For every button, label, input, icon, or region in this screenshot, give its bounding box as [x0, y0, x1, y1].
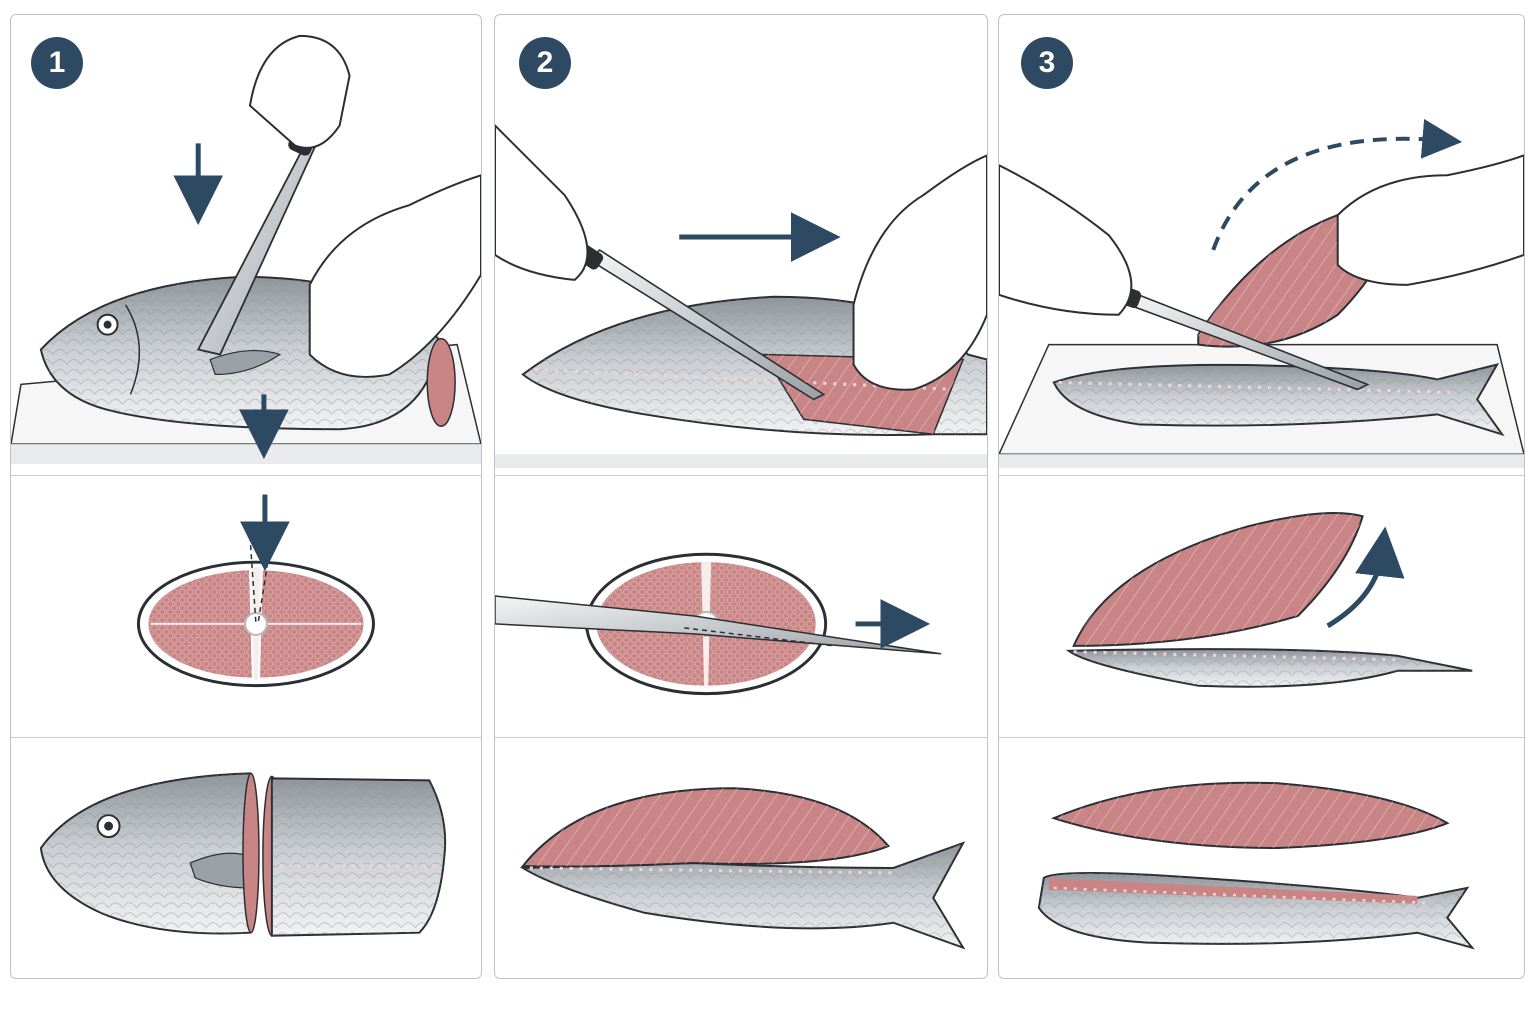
- left-hand: [308, 174, 481, 378]
- step-2-bot-svg: [519, 787, 966, 950]
- board-edge-3: [999, 454, 1524, 469]
- board-edge: [11, 444, 481, 465]
- head-half-scales: [40, 773, 250, 934]
- step-1-panel: 1: [10, 14, 482, 979]
- cut-guide-horizontal: [684, 627, 834, 647]
- step-3-finished-fillets: [999, 737, 1524, 978]
- fish-skeleton-scales: [1053, 364, 1503, 435]
- lifted-fillet-lines: [522, 788, 889, 867]
- left-hand-3: [1336, 154, 1524, 286]
- step-3-panel: 3: [998, 14, 1525, 979]
- cut-face-left: [242, 772, 260, 934]
- gill-line: [124, 304, 141, 395]
- spine-line-3: [529, 866, 894, 875]
- fish-cut-end: [426, 337, 456, 427]
- step-2-mid-svg: [495, 552, 942, 696]
- step-3-mid-svg: [1065, 512, 1473, 688]
- step-3-top-illustration: [999, 15, 1524, 475]
- curved-lift-arrow: [1211, 118, 1463, 251]
- step-2-fillet-lifted: [495, 737, 987, 978]
- step-3-bot-svg: [1037, 781, 1475, 950]
- tail-half-scales: [271, 778, 446, 936]
- spine-line-6: [1053, 886, 1428, 905]
- step-2-top-illustration: [495, 15, 987, 475]
- separating-fillet-lines: [1073, 513, 1363, 646]
- step-2-badge: 2: [519, 37, 571, 89]
- fillet-knife-section: [495, 595, 942, 655]
- step-1-badge: 1: [31, 37, 83, 89]
- backbone: [244, 611, 268, 636]
- right-hand: [248, 34, 351, 149]
- right-hand-3: [999, 164, 1133, 316]
- fish-bottom-scales: [522, 843, 964, 948]
- step-1-mid-svg: [136, 494, 375, 688]
- step-3-top-svg: [999, 118, 1524, 469]
- up-curve-arrow: [1326, 526, 1405, 629]
- step-3-badge: 3: [1021, 37, 1073, 89]
- step-3-fillet-separating: [999, 475, 1524, 738]
- step-1-top-svg: [11, 34, 481, 465]
- spine-line-4: [1058, 380, 1458, 394]
- fish-pupil-2: [104, 821, 114, 831]
- step-2-cross-section: [495, 475, 987, 738]
- skeleton-flesh-strip: [1048, 877, 1418, 904]
- cut-guide-left: [249, 536, 257, 624]
- step-1-halved-fish: [11, 737, 481, 978]
- left-hand-2: [852, 154, 987, 391]
- pectoral-fin: [209, 350, 282, 376]
- finished-fillet-lines: [1053, 782, 1448, 849]
- right-hand-2: [495, 124, 589, 281]
- step-1-top-illustration: [11, 15, 481, 475]
- fish-lower-scales: [1068, 649, 1473, 687]
- board-edge-2: [495, 454, 987, 469]
- step-1-cross-section: [11, 475, 481, 738]
- step-2-top-svg: [495, 124, 987, 469]
- fish-pupil: [103, 320, 112, 329]
- step-2-panel: 2: [494, 14, 988, 979]
- cut-guide-right: [257, 536, 273, 625]
- step-1-bot-svg: [39, 772, 447, 937]
- spine-line-5: [1073, 650, 1398, 662]
